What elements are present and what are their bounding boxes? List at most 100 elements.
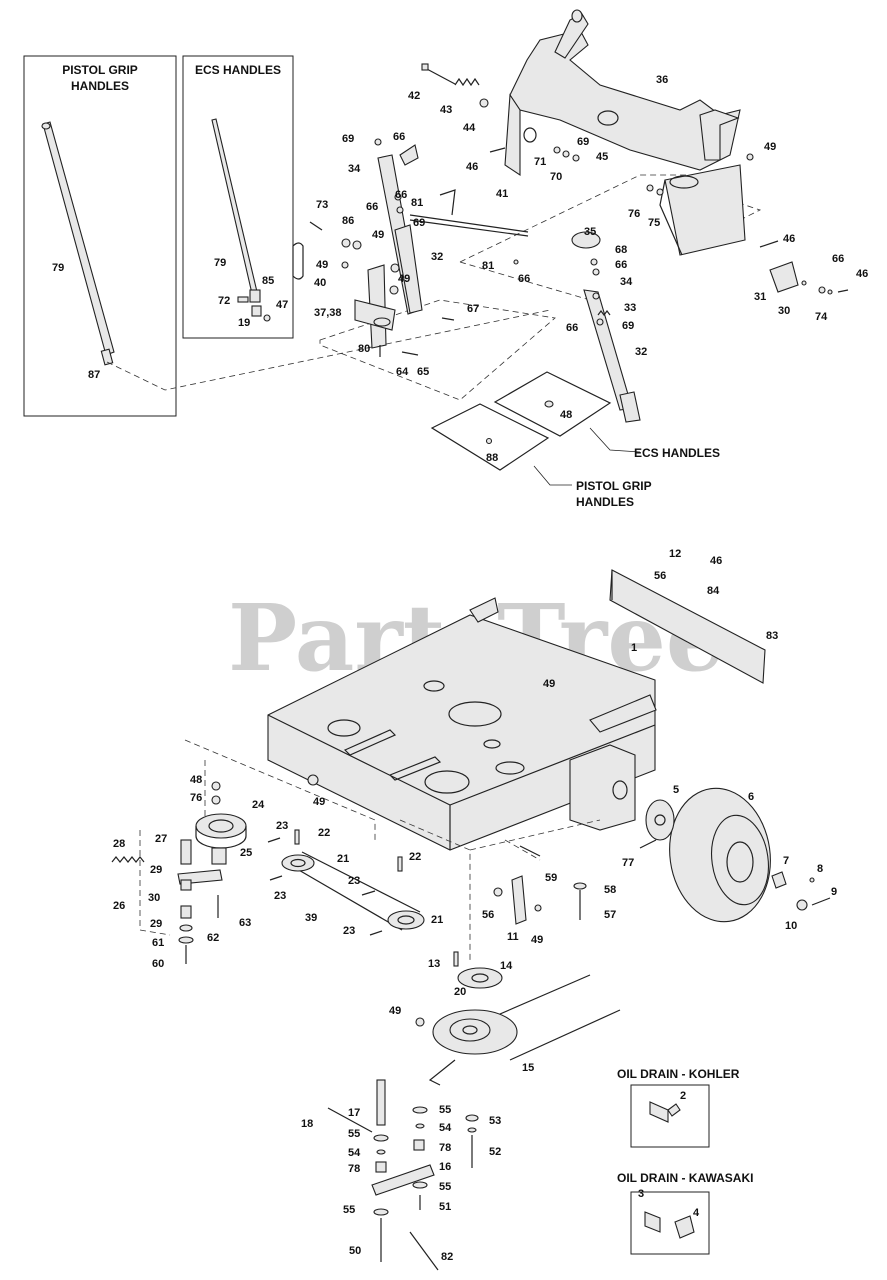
part-label: 81 xyxy=(482,260,494,272)
part-label: 22 xyxy=(318,827,330,839)
part-label: 49 xyxy=(531,934,543,946)
part-label: 66 xyxy=(395,189,407,201)
part-label: 34 xyxy=(348,163,361,175)
part-label: 10 xyxy=(785,920,797,932)
part-label: 88 xyxy=(486,452,498,464)
part-label: 34 xyxy=(620,276,633,288)
pistol-grip-callout-line-1: PISTOL GRIP xyxy=(576,479,652,493)
part-label: 23 xyxy=(343,925,355,937)
part-label: 21 xyxy=(337,853,349,865)
part-label: 17 xyxy=(348,1107,360,1119)
part-label: 64 xyxy=(396,366,409,378)
part-label: 54 xyxy=(348,1147,361,1159)
part-label: 85 xyxy=(262,275,274,287)
part-label: 57 xyxy=(604,909,616,921)
part-label: 66 xyxy=(566,322,578,334)
ecs-handles-callout: ECS HANDLES xyxy=(589,427,720,460)
washer-44 xyxy=(479,98,489,108)
belt-39 xyxy=(267,829,425,936)
part-label: 76 xyxy=(628,208,640,220)
control-tower-frame xyxy=(504,9,746,256)
part-label: 75 xyxy=(648,217,660,229)
part-label: 11 xyxy=(507,931,519,943)
part-label: 56 xyxy=(482,909,494,921)
part-label: 69 xyxy=(342,133,354,145)
drive-pulley-15 xyxy=(415,951,621,1086)
part-label: 52 xyxy=(489,1146,501,1158)
part-label: 49 xyxy=(313,796,325,808)
part-label: 30 xyxy=(148,892,160,904)
part-label: 49 xyxy=(389,1005,401,1017)
part-label: 54 xyxy=(439,1122,452,1134)
part-label: 76 xyxy=(190,792,202,804)
part-number-labels: 79 87 79 85 72 47 19 42 43 44 36 69 66 3… xyxy=(52,74,868,1263)
part-label: 49 xyxy=(543,678,555,690)
part-label: 27 xyxy=(155,833,167,845)
part-label: 19 xyxy=(238,317,250,329)
part-label: 50 xyxy=(349,1245,361,1257)
part-label: 65 xyxy=(417,366,429,378)
part-label: 3 xyxy=(638,1188,644,1200)
part-label: 45 xyxy=(596,151,608,163)
wheel-6 xyxy=(669,787,771,923)
part-label: 72 xyxy=(218,295,230,307)
part-label: 9 xyxy=(831,886,837,898)
part-label: 33 xyxy=(624,302,636,314)
part-label: 7 xyxy=(783,855,789,867)
pistol-grip-callout-line-2: HANDLES xyxy=(576,495,634,509)
part-label: 84 xyxy=(707,585,720,597)
ecs-handles-callout-text: ECS HANDLES xyxy=(634,446,720,460)
part-label: 66 xyxy=(393,131,405,143)
part-label: 30 xyxy=(778,305,790,317)
part-label: 48 xyxy=(190,774,202,786)
part-label: 59 xyxy=(545,872,557,884)
ecs-handles-box: ECS HANDLES xyxy=(182,55,294,339)
part-label: 49 xyxy=(372,229,384,241)
part-label: 62 xyxy=(207,932,219,944)
part-label: 79 xyxy=(52,262,64,274)
part-label: 35 xyxy=(584,226,596,238)
part-label: 28 xyxy=(113,838,125,850)
part-label: 39 xyxy=(305,912,317,924)
part-label: 32 xyxy=(635,346,647,358)
part-label: 40 xyxy=(314,277,326,289)
pistol-grip-box: PISTOL GRIP HANDLES xyxy=(23,55,177,417)
part-label: 58 xyxy=(604,884,616,896)
ecs-handle-rod xyxy=(211,118,271,322)
top-hardware xyxy=(309,138,849,357)
part-label: 29 xyxy=(150,864,162,876)
part-label: 29 xyxy=(150,918,162,930)
part-label: 77 xyxy=(622,857,634,869)
part-label: 66 xyxy=(832,253,844,265)
part-label: 41 xyxy=(496,188,508,200)
part-label: 53 xyxy=(489,1115,501,1127)
part-label: 15 xyxy=(522,1062,534,1074)
spring-43 xyxy=(454,77,480,87)
part-label: 14 xyxy=(500,960,513,972)
part-label: 13 xyxy=(428,958,440,970)
part-label: 63 xyxy=(239,917,251,929)
part-label: 5 xyxy=(673,784,679,796)
part-label: 56 xyxy=(654,570,666,582)
shield-83 xyxy=(609,569,766,684)
part-label: 22 xyxy=(409,851,421,863)
part-label: 55 xyxy=(439,1104,451,1116)
pistol-grip-rod xyxy=(41,121,115,366)
chassis-frame xyxy=(267,597,657,851)
pistol-grip-title-2: HANDLES xyxy=(71,79,129,93)
part-label: 66 xyxy=(518,273,530,285)
part-label: 69 xyxy=(413,217,425,229)
control-linkage xyxy=(292,144,799,423)
part-label: 71 xyxy=(534,156,546,168)
part-label: 66 xyxy=(366,201,378,213)
part-label: 55 xyxy=(348,1128,360,1140)
part-label: 44 xyxy=(463,122,476,134)
ecs-box-title: ECS HANDLES xyxy=(195,63,281,77)
bracket-11 xyxy=(493,845,587,925)
part-label: 46 xyxy=(466,161,478,173)
part-label: 87 xyxy=(88,369,100,381)
part-label: 51 xyxy=(439,1201,451,1213)
part-label: 61 xyxy=(152,937,164,949)
idler-arm-16 xyxy=(327,1079,479,1271)
